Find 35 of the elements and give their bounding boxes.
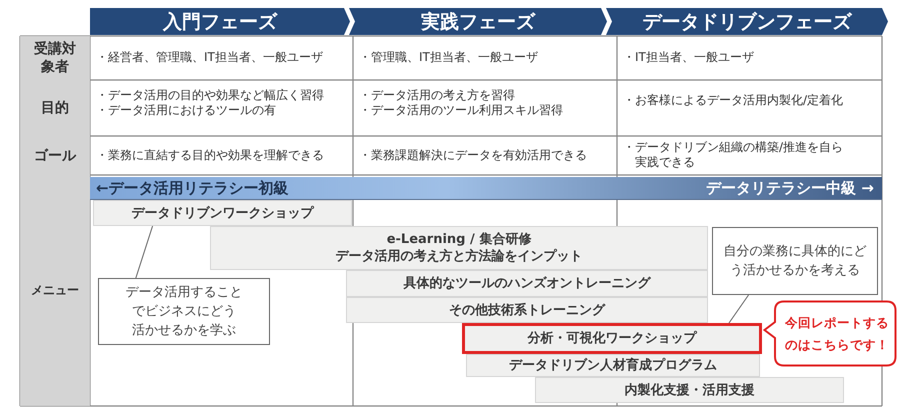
level-bar	[90, 177, 882, 200]
bullet-text: ・データ活用の考え方を習得	[359, 88, 515, 103]
leader-line	[135, 226, 154, 278]
level-label: データリテラシー中級 →	[706, 178, 874, 198]
bullet-text: ・経営者、管理職、IT担当者、一般ユーザ	[96, 50, 323, 65]
bullet-text: ・お客様によるデータ活用内製化/定着化	[623, 93, 844, 108]
level-label: ←データ活用リテラシー初級	[96, 178, 289, 198]
menu-text: データ活用の考え方と方法論をインプット	[336, 248, 582, 265]
bullet-text: ・管理職、IT担当者、一般ユーザ	[359, 50, 538, 65]
row-header-cell: 受講対象者	[20, 36, 90, 80]
phase-header: 実践フェーズ	[349, 8, 607, 35]
callout-box: 自分の業務に具体的にどう活かせるかを考える	[712, 227, 878, 295]
callout-box: データ活用することでビジネスにどう活かせるかを学ぶ	[98, 278, 270, 345]
leader-line	[728, 294, 750, 324]
bullet-text: ・データドリブン組織の構築/推進を自ら実践できる	[623, 140, 844, 170]
highlighted-menu-box: 分析・可視化ワークショップ	[462, 323, 762, 354]
bullet-text: ・データ活用の目的や効果など幅広く習得	[96, 88, 324, 103]
bullet-text: ・データ活用のツール利用スキル習得	[359, 103, 563, 118]
menu-box	[210, 226, 708, 270]
row-header-cell: メニュー	[20, 175, 90, 406]
row-header-cell: ゴール	[20, 136, 90, 175]
menu-text: e-Learning / 集合研修	[386, 231, 532, 248]
bullet-text: ・業務課題解決にデータを有効活用できる	[359, 148, 587, 163]
phase-header: 入門フェーズ	[90, 8, 350, 35]
row-header-cell: 目的	[20, 80, 90, 136]
bullet-text: ・IT担当者、一般ユーザ	[623, 50, 754, 65]
phase-header: データドリブンフェーズ	[606, 8, 888, 35]
menu-box: データドリブンワークショップ	[93, 200, 352, 226]
speech-bubble: 今回レポートするのはこちらです！	[763, 300, 897, 367]
menu-box: 具体的なツールのハンズオントレーニング	[346, 270, 708, 297]
menu-box: データドリブン人材育成プログラム	[466, 354, 760, 377]
menu-box: その他技術系トレーニング	[346, 297, 708, 323]
bullet-text: ・データ活用におけるツールの有	[96, 103, 276, 118]
bullet-text: ・業務に直結する目的や効果を理解できる	[96, 148, 324, 163]
menu-box: 内製化支援・活用支援	[535, 377, 844, 403]
